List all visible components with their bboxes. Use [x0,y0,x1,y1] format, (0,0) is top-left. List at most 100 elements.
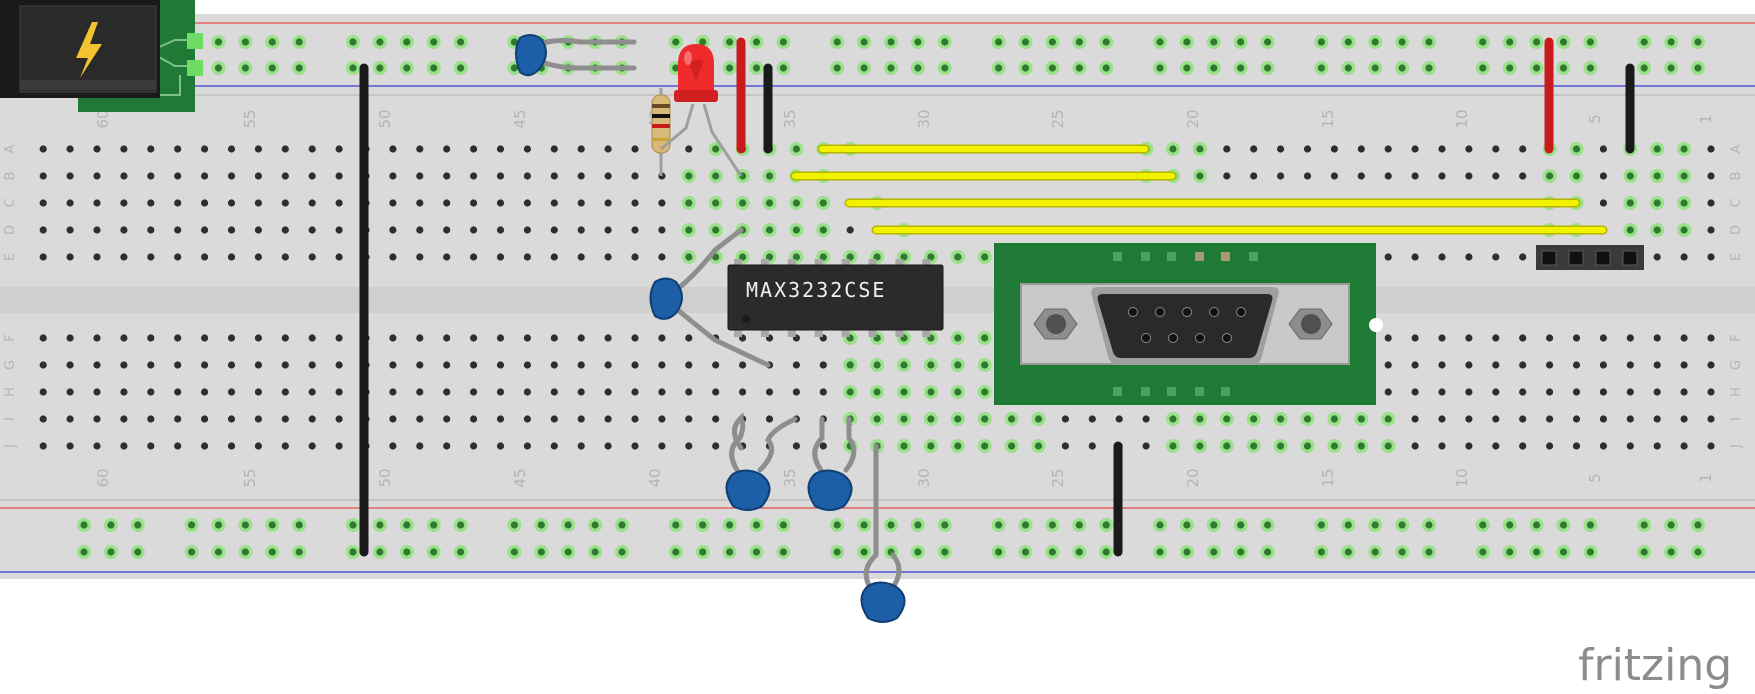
breadboard-hole [604,388,612,396]
header-pins [1536,245,1644,270]
breadboard-hole [631,361,639,369]
breadboard-hole [1411,145,1419,153]
breadboard-hole [887,521,895,529]
yellow-wires [790,144,1608,235]
breadboard-hole [954,334,962,342]
breadboard-hole [1680,388,1688,396]
breadboard-hole [66,226,74,234]
row-letter-right: C [1729,198,1744,207]
breadboard-hole [1303,415,1312,423]
breadboard-hole [672,38,680,46]
breadboard-hole [550,415,558,423]
breadboard-hole [712,199,720,207]
breadboard-hole [389,361,397,369]
breadboard-hole [765,226,774,234]
ic-pin-bottom [787,330,796,337]
breadboard-hole [1196,415,1204,423]
breadboard-hole [416,145,424,153]
breadboard-hole [846,361,854,369]
breadboard-hole [1519,334,1527,342]
fritzing-logo: fritzing [1578,640,1732,690]
breadboard-hole [1223,442,1231,450]
breadboard-hole [227,172,236,180]
breadboard-hole [631,172,639,180]
breadboard-hole [981,415,989,423]
breadboard-hole [1572,442,1581,450]
breadboard-hole [1048,521,1056,529]
breadboard-hole [699,521,707,529]
breadboard-hole [523,361,532,369]
breadboard-hole [281,199,289,207]
breadboard-hole [631,199,639,207]
breadboard-hole [389,172,397,180]
breadboard-hole [523,415,532,423]
breadboard-hole [537,548,545,556]
breadboard-hole [1519,361,1527,369]
breadboard-hole [846,388,854,396]
breadboard-hole [604,226,612,234]
breadboard-hole [658,388,666,396]
row-letter-left: D [3,225,18,235]
breadboard-hole [349,548,357,556]
breadboard-hole [308,442,316,450]
breadboard-hole [147,253,155,261]
capacitor [725,469,771,511]
breadboard-hole [887,38,895,46]
row-letter-right: A [1729,144,1744,153]
breadboard-hole [658,199,666,207]
breadboard-hole [174,145,182,153]
col-number-bottom: 20 [1184,468,1202,487]
breadboard-hole [443,442,451,450]
breadboard-hole [201,226,209,234]
breadboard-hole [1680,253,1688,261]
breadboard-hole [685,253,693,261]
breadboard-hole [873,361,881,369]
breadboard-hole [416,253,424,261]
breadboard-hole [1088,442,1096,450]
breadboard-hole [1707,334,1715,342]
breadboard-hole [1667,548,1675,556]
breadboard-hole [308,361,316,369]
col-number-bottom: 35 [781,468,799,487]
breadboard-hole [1626,415,1634,423]
breadboard-hole [308,388,316,396]
breadboard-hole [550,226,558,234]
breadboard-hole [1357,442,1365,450]
breadboard-hole [66,334,74,342]
breadboard-hole [430,548,438,556]
breadboard-hole [523,334,532,342]
col-number-top: 50 [376,109,394,128]
breadboard-hole [281,415,289,423]
breadboard-hole [900,415,908,423]
breadboard-hole [201,145,209,153]
breadboard-hole [416,415,424,423]
breadboard-hole [1572,415,1581,423]
breadboard-hole [1398,521,1406,529]
col-number-top: 5 [1586,114,1604,124]
breadboard-hole [66,253,74,261]
breadboard-hole [496,442,505,450]
col-number-bottom: 60 [94,468,112,487]
row-letter-right: F [1729,334,1744,341]
breadboard-hole [335,199,343,207]
breadboard-hole [523,145,532,153]
breadboard-hole [685,226,693,234]
row-letter-right: E [1729,253,1744,261]
breadboard-hole [66,145,74,153]
breadboard-hole [1411,415,1419,423]
breadboard-hole [685,334,693,342]
breadboard-hole [1680,226,1688,234]
breadboard-hole [752,38,761,46]
breadboard-hole [389,415,397,423]
breadboard-hole [510,548,518,556]
col-number-top: 25 [1049,109,1067,128]
breadboard-hole [1559,64,1568,72]
breadboard-hole [349,521,357,529]
breadboard-hole [470,334,478,342]
breadboard-hole [792,361,801,369]
breadboard-hole [1626,388,1634,396]
breadboard-hole [914,521,922,529]
breadboard-hole [631,334,639,342]
breadboard-hole [1694,64,1702,72]
breadboard-hole [1264,521,1272,529]
